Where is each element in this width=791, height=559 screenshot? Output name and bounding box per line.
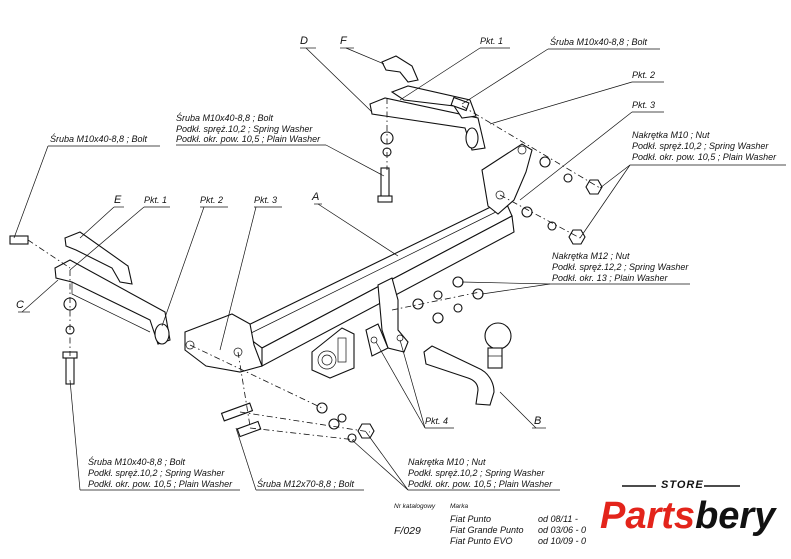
callout-bolt12: Śruba M12x70-8,8 ; Bolt — [257, 478, 355, 489]
label-pkt3-left: Pkt. 3 — [254, 195, 277, 205]
callout-bolt-bottom-2: Podkł. spręż.10,2 ; Spring Washer — [88, 468, 225, 478]
callout-bolt-left: Śruba M10x40-8,8 ; Bolt — [50, 133, 148, 144]
table-model-3: Fiat Punto EVO — [450, 536, 513, 546]
callout-bolt-bottom-3: Podkł. okr. pow. 10,5 ; Plain Washer — [88, 479, 233, 489]
table-date-1: od 08/11 - — [538, 514, 578, 524]
callout-bolt-mid-1: Śruba M10x40-8,8 ; Bolt — [176, 112, 274, 123]
logo-bery-text: bery — [695, 495, 777, 537]
callout-nut-right-1: Nakrętka M10 ; Nut — [632, 130, 710, 140]
logo-parts-text: Parts — [600, 495, 695, 537]
label-pkt4: Pkt. 4 — [425, 416, 448, 426]
callout-nut12-3: Podkł. okr. 13 ; Plain Washer — [552, 273, 669, 283]
partsbery-logo: STORE Partsbery — [592, 466, 782, 544]
assembly-axes — [27, 98, 601, 441]
label-pkt2-left: Pkt. 2 — [200, 195, 223, 205]
callout-nut-bottom-3: Podkł. okr. pow. 10,5 ; Plain Washer — [408, 479, 553, 489]
table-date-3: od 10/09 - 0 — [538, 536, 586, 546]
main-crossbar — [184, 143, 533, 373]
label-pkt3-right: Pkt. 3 — [632, 100, 655, 110]
table-model-2: Fiat Grande Punto — [450, 525, 524, 535]
leader-lines — [13, 47, 786, 491]
label-F: F — [340, 35, 348, 47]
label-pkt2-right: Pkt. 2 — [632, 70, 655, 80]
table-date-2: od 03/06 - 0 — [538, 525, 586, 535]
right-bracket — [369, 55, 486, 151]
label-D: D — [300, 35, 308, 47]
callout-texts: Śruba M10x40-8,8 ; Bolt Śruba M10x40-8,8… — [50, 36, 777, 489]
tow-ball-B — [423, 322, 512, 406]
label-pkt1-top: Pkt. 1 — [480, 36, 503, 46]
callout-bolt-bottom-1: Śruba M10x40-8,8 ; Bolt — [88, 456, 186, 467]
socket-plate — [311, 327, 355, 379]
callout-nut12-2: Podkł. spręż.12,2 ; Spring Washer — [552, 262, 689, 272]
label-A: A — [311, 191, 319, 203]
label-B: B — [534, 415, 541, 427]
table-catalog-no: F/029 — [394, 525, 421, 537]
left-bracket — [54, 231, 171, 345]
label-C: C — [16, 299, 24, 311]
table-model-1: Fiat Punto — [450, 514, 491, 524]
ball-mount-bracket — [365, 277, 409, 357]
callout-nut-right-2: Podkł. spręż.10,2 ; Spring Washer — [632, 141, 769, 151]
callout-nut-bottom-2: Podkł. spręż.10,2 ; Spring Washer — [408, 468, 545, 478]
callout-nut12-1: Nakrętka M12 ; Nut — [552, 251, 630, 261]
part-labels: D F Pkt. 1 Pkt. 2 Pkt. 3 E Pkt. 1 Pkt. 2… — [16, 35, 655, 427]
callout-nut-bottom-1: Nakrętka M10 ; Nut — [408, 457, 486, 467]
label-pkt1-left: Pkt. 1 — [144, 195, 167, 205]
label-E: E — [114, 194, 122, 206]
callout-nut-right-3: Podkł. okr. pow. 10,5 ; Plain Washer — [632, 152, 777, 162]
callout-bolt-top-right: Śruba M10x40-8,8 ; Bolt — [550, 36, 648, 47]
callout-bolt-mid-2: Podkł. spręż.10,2 ; Spring Washer — [176, 124, 313, 134]
logo-store-text: STORE — [661, 479, 704, 491]
table-head-catalog: Nr katalogowy — [394, 503, 436, 510]
logo-brand-name: Partsbery — [600, 495, 777, 537]
callout-bolt-mid-3: Podkł. okr. pow. 10,5 ; Plain Washer — [176, 134, 321, 144]
table-head-brand: Marka — [450, 503, 468, 510]
application-table: Nr katalogowy Marka F/029 Fiat Punto od … — [394, 503, 586, 546]
